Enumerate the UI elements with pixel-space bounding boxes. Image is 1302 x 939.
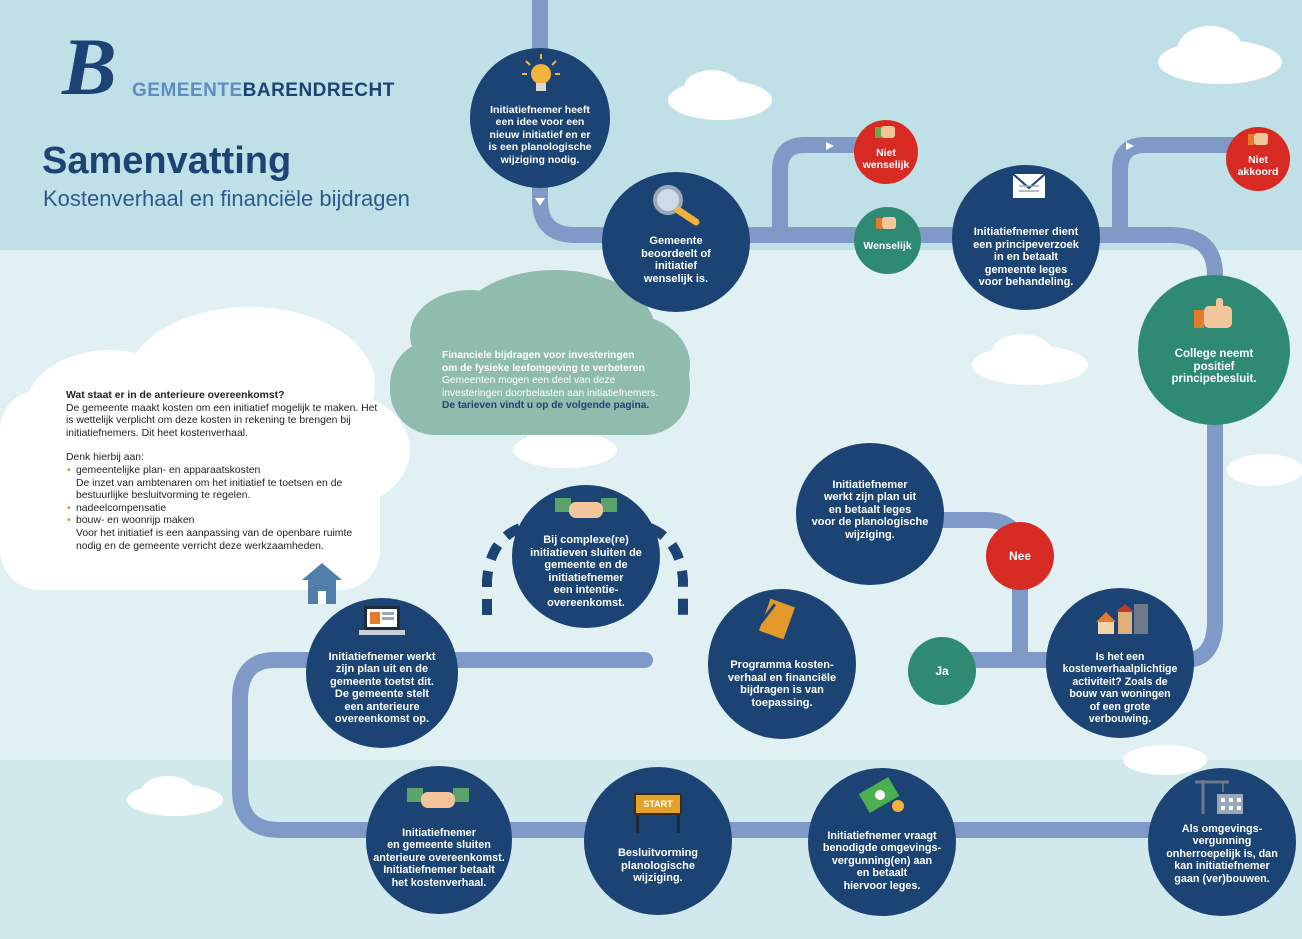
start-sign-icon: START — [630, 793, 686, 833]
step-contract: Initiatiefnemer en gemeente sluiten ante… — [366, 766, 512, 914]
envelope-icon — [1012, 173, 1046, 198]
logo-text-barendrecht: BARENDRECHT — [242, 80, 395, 101]
laptop-icon — [359, 606, 405, 635]
thumbs-up-icon — [876, 217, 896, 229]
page-subtitle: Kostenverhaal en financiële bijdragen — [43, 186, 410, 211]
step-request: Initiatiefnemer dient een principeverzoe… — [952, 165, 1100, 310]
green-cloud-heading-1: Financiele bijdragen voor investeringen — [442, 350, 635, 361]
green-cloud-body: Gemeenten mogen een deel van deze invest… — [442, 375, 659, 399]
info-item: nadeelcompensatie — [67, 503, 378, 516]
lightbulb-icon — [522, 54, 560, 91]
house-icon — [302, 563, 342, 604]
thumbs-up-icon — [1194, 298, 1232, 328]
step-not-agreed: Niet akkoord — [1226, 127, 1290, 191]
green-cloud-shape — [390, 270, 690, 435]
handshake-icon — [407, 788, 469, 808]
green-cloud-heading-2: om de fysieke leefomgeving te verbeteren — [442, 362, 645, 374]
step-plan-fees: Initiatiefnemer werkt zijn plan uit en b… — [796, 443, 944, 585]
decor-clouds — [127, 26, 1302, 816]
thumbs-down-icon — [875, 126, 895, 138]
info-list: gemeentelijke plan- en apparaatskostenDe… — [66, 465, 378, 553]
step-decision: Besluitvorming planologische wijziging. — [584, 767, 732, 915]
handshake-icon — [555, 498, 617, 518]
step-build: Als omgevings- vergunning onherroepelijk… — [1148, 768, 1296, 916]
logo: B GEMEENTEBARENDRECHT — [28, 21, 394, 112]
optional-arch — [482, 523, 688, 615]
info-lead: Denk hierbij aan: — [66, 452, 144, 464]
info-intro: De gemeente maakt kosten om een initiati… — [66, 402, 378, 439]
start-sign-label: START — [643, 799, 673, 809]
magnifier-icon — [653, 185, 700, 226]
step-college: College neemt positief principebesluit. — [1138, 275, 1290, 425]
binder-icon — [758, 598, 796, 640]
info-heading: Wat staat er in de anterieure overeenkom… — [66, 390, 285, 401]
green-cloud-link: De tarieven vindt u op de volgende pagin… — [442, 400, 650, 411]
green-cloud-text: Financiele bijdragen voor investeringen … — [442, 350, 672, 413]
logo-mark: B — [62, 21, 117, 112]
info-item: gemeentelijke plan- en apparaatskostenDe… — [67, 465, 378, 503]
answer-no: Nee — [986, 522, 1054, 590]
money-icon — [858, 776, 904, 814]
page-title: Samenvatting — [42, 140, 292, 182]
info-box: Wat staat er in de anterieure overeenkom… — [66, 390, 378, 553]
crane-icon — [1195, 780, 1243, 814]
logo-text-gemeente: GEMEENTE — [132, 80, 243, 101]
logo-text: GEMEENTEBARENDRECHT — [132, 80, 395, 102]
thumbs-down-icon — [1248, 133, 1268, 145]
answer-yes: Ja — [908, 637, 976, 705]
houses-icon — [1096, 604, 1148, 634]
